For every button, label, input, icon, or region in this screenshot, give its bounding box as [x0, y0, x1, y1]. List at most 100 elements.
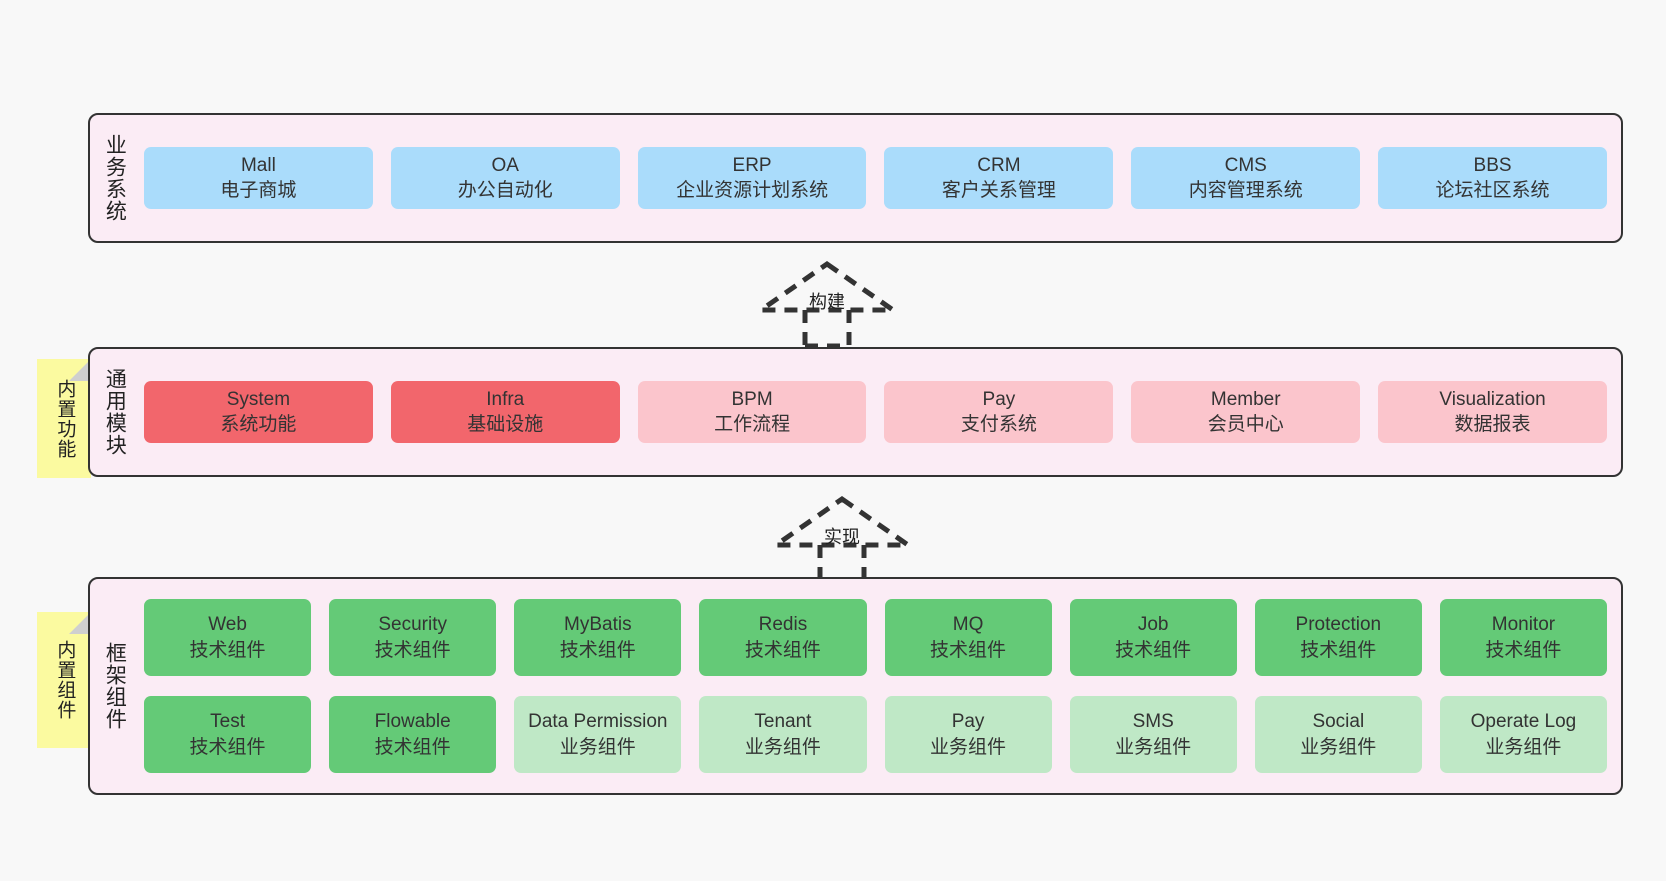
module-card-crm[interactable]: CRM 客户关系管理	[884, 146, 1114, 210]
module-desc: 技术组件	[1115, 639, 1192, 661]
module-card-oa[interactable]: OA 办公自动化	[390, 146, 620, 210]
sticky-note-label: 内置组件	[54, 640, 76, 720]
module-desc: 业务组件	[1115, 736, 1192, 758]
module-card-erp[interactable]: ERP 企业资源计划系统	[637, 146, 867, 210]
layer-title-business: 业务系统	[103, 134, 127, 222]
module-desc: 技术组件	[1300, 639, 1377, 661]
module-name: BPM	[731, 388, 773, 410]
module-name: Mall	[240, 154, 276, 176]
module-name: Social	[1312, 711, 1365, 733]
module-desc: 办公自动化	[457, 180, 553, 201]
module-card-pay[interactable]: Pay 支付系统	[884, 380, 1114, 444]
connector-build: 构建	[753, 258, 901, 349]
module-desc: 技术组件	[744, 639, 821, 661]
module-card-job[interactable]: Job 技术组件	[1069, 599, 1237, 676]
module-card-test[interactable]: Test 技术组件	[144, 696, 312, 773]
module-name: Monitor	[1491, 614, 1556, 636]
module-card-mq[interactable]: MQ 技术组件	[884, 599, 1052, 676]
module-name: ERP	[732, 154, 772, 176]
layer-common-module: 通用模块 System 系统功能 Infra 基础设施 BPM 工作流程 Pay…	[88, 347, 1623, 477]
module-desc: 论坛社区系统	[1435, 180, 1550, 201]
module-card-tenant[interactable]: Tenant 业务组件	[699, 696, 867, 773]
module-name: Redis	[758, 614, 808, 636]
module-name: Data Permission	[528, 711, 668, 733]
module-name: Pay	[951, 711, 985, 733]
layer-row: System 系统功能 Infra 基础设施 BPM 工作流程 Pay 支付系统…	[144, 380, 1607, 444]
connector-label-implement: 实现	[824, 527, 860, 547]
module-name: MyBatis	[564, 614, 632, 636]
module-name: BBS	[1473, 154, 1512, 176]
module-desc: 业务组件	[559, 736, 636, 758]
module-desc: 技术组件	[1485, 639, 1562, 661]
module-card-monitor[interactable]: Monitor 技术组件	[1439, 599, 1607, 676]
module-card-operate-log[interactable]: Operate Log 业务组件	[1439, 696, 1607, 773]
module-card-pay-business[interactable]: Pay 业务组件	[884, 696, 1052, 773]
module-card-mybatis[interactable]: MyBatis 技术组件	[514, 599, 682, 676]
module-desc: 技术组件	[559, 639, 636, 661]
module-card-redis[interactable]: Redis 技术组件	[699, 599, 867, 676]
module-card-bbs[interactable]: BBS 论坛社区系统	[1378, 146, 1607, 210]
module-card-flowable[interactable]: Flowable 技术组件	[329, 696, 497, 773]
module-name: CRM	[977, 154, 1021, 176]
module-name: Security	[378, 614, 447, 636]
layer-body-common: System 系统功能 Infra 基础设施 BPM 工作流程 Pay 支付系统…	[138, 349, 1621, 475]
module-name: Tenant	[754, 711, 812, 733]
module-desc: 工作流程	[714, 414, 791, 435]
layer-row: Web 技术组件 Security 技术组件 MyBatis 技术组件 Redi…	[144, 599, 1607, 676]
module-desc: 业务组件	[744, 736, 821, 758]
connector-label-build: 构建	[809, 292, 845, 312]
layer-title-common: 通用模块	[103, 368, 127, 456]
sticky-note-builtin-component: 内置组件	[37, 612, 91, 748]
module-card-mall[interactable]: Mall 电子商城	[144, 146, 373, 210]
module-card-cms[interactable]: CMS 内容管理系统	[1131, 146, 1361, 210]
module-name: Member	[1210, 388, 1281, 410]
module-name: OA	[491, 154, 519, 176]
module-card-security[interactable]: Security 技术组件	[329, 599, 497, 676]
module-desc: 业务组件	[1300, 736, 1377, 758]
layer-business-system: 业务系统 Mall 电子商城 OA 办公自动化 ERP 企业资源计划系统 CRM…	[88, 113, 1623, 243]
module-desc: 内容管理系统	[1188, 180, 1303, 201]
module-card-system[interactable]: System 系统功能	[144, 380, 373, 444]
module-desc: 会员中心	[1207, 414, 1284, 435]
module-name: Job	[1137, 614, 1169, 636]
module-card-data-permission[interactable]: Data Permission 业务组件	[514, 696, 682, 773]
module-card-bpm[interactable]: BPM 工作流程	[637, 380, 867, 444]
module-desc: 企业资源计划系统	[676, 180, 829, 201]
module-card-infra[interactable]: Infra 基础设施	[390, 380, 620, 444]
module-desc: 技术组件	[930, 639, 1007, 661]
module-name: Web	[208, 614, 247, 636]
module-desc: 技术组件	[374, 639, 451, 661]
module-desc: 技术组件	[189, 736, 266, 758]
module-name: CMS	[1224, 154, 1267, 176]
connector-implement: 实现	[768, 493, 916, 584]
module-name: SMS	[1132, 711, 1174, 733]
module-name: Visualization	[1439, 388, 1546, 410]
module-desc: 基础设施	[467, 414, 544, 435]
module-card-member[interactable]: Member 会员中心	[1131, 380, 1361, 444]
layer-row: Mall 电子商城 OA 办公自动化 ERP 企业资源计划系统 CRM 客户关系…	[144, 146, 1607, 210]
sticky-note-label: 内置功能	[54, 378, 76, 459]
module-card-social[interactable]: Social 业务组件	[1254, 696, 1422, 773]
module-name: Infra	[486, 388, 525, 410]
layer-body-framework: Web 技术组件 Security 技术组件 MyBatis 技术组件 Redi…	[138, 579, 1621, 793]
module-name: Protection	[1295, 614, 1382, 636]
module-card-protection[interactable]: Protection 技术组件	[1254, 599, 1422, 676]
module-name: Flowable	[374, 711, 451, 733]
module-desc: 客户关系管理	[941, 180, 1056, 201]
module-name: Test	[210, 711, 245, 733]
module-card-sms[interactable]: SMS 业务组件	[1069, 696, 1237, 773]
layer-body-business: Mall 电子商城 OA 办公自动化 ERP 企业资源计划系统 CRM 客户关系…	[138, 115, 1621, 241]
module-card-web[interactable]: Web 技术组件	[144, 599, 312, 676]
module-desc: 电子商城	[220, 180, 297, 201]
module-card-visualization[interactable]: Visualization 数据报表	[1378, 380, 1607, 444]
layer-title-framework: 框架组件	[103, 642, 127, 730]
module-name: MQ	[952, 614, 984, 636]
module-name: System	[226, 388, 291, 410]
module-desc: 技术组件	[374, 736, 451, 758]
sticky-note-builtin-function: 内置功能	[37, 359, 91, 478]
module-desc: 系统功能	[220, 414, 297, 435]
module-desc: 业务组件	[930, 736, 1007, 758]
layer-row: Test 技术组件 Flowable 技术组件 Data Permission …	[144, 696, 1607, 773]
module-desc: 数据报表	[1454, 414, 1531, 435]
